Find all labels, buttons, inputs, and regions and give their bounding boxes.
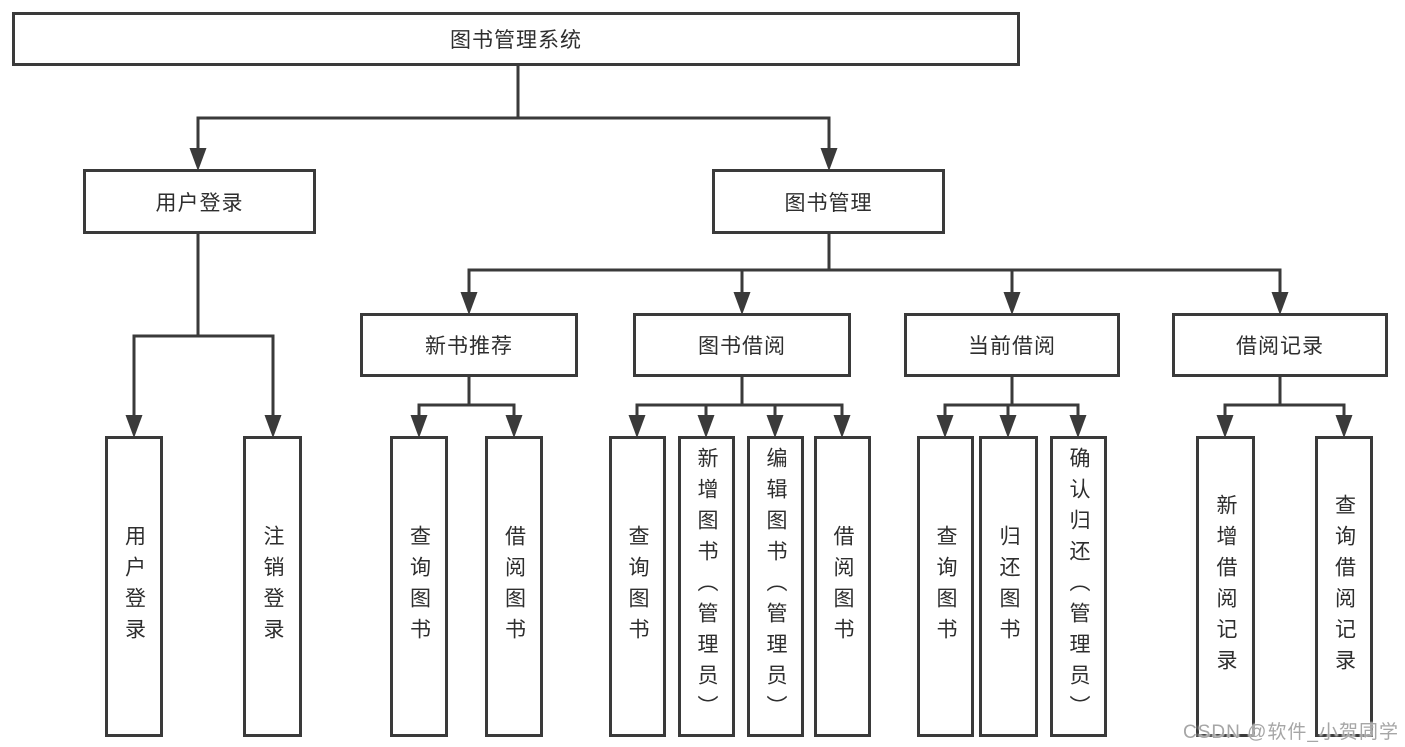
- leaf-borrow-books-recommend: 借阅图书: [485, 436, 543, 737]
- node-root: 图书管理系统: [12, 12, 1020, 66]
- csdn-watermark: CSDN @软件_小贺同学: [1183, 722, 1399, 743]
- arrowhead: [820, 148, 838, 171]
- connector-paths: [132, 64, 1346, 419]
- leaf-add-book-admin-label: 新增图书（管理员）: [695, 447, 718, 726]
- node-book-borrow-label: 图书借阅: [698, 335, 786, 358]
- leaf-add-book-admin: 新增图书（管理员）: [678, 436, 735, 737]
- arrowhead: [936, 415, 954, 438]
- node-book-borrow: 图书借阅: [633, 313, 851, 377]
- arrowhead: [1271, 292, 1289, 315]
- leaf-add-borrow-record-label: 新增借阅记录: [1214, 493, 1237, 680]
- leaf-return-books-label: 归还图书: [997, 524, 1020, 649]
- leaf-borrow-books-label: 借阅图书: [831, 524, 854, 649]
- node-user-login-label: 用户登录: [155, 191, 244, 215]
- leaf-query-books-current-label: 查询图书: [934, 524, 957, 649]
- node-book-management-label: 图书管理: [784, 191, 873, 215]
- node-book-management: 图书管理: [712, 169, 945, 234]
- leaf-add-borrow-record: 新增借阅记录: [1196, 436, 1255, 737]
- arrowhead: [264, 415, 282, 438]
- arrowhead: [460, 292, 478, 315]
- arrowhead: [125, 415, 143, 438]
- arrowhead: [1069, 415, 1087, 438]
- leaf-edit-book-admin-label: 编辑图书（管理员）: [764, 447, 787, 726]
- arrowhead: [410, 415, 428, 438]
- node-borrow-records-label: 借阅记录: [1236, 335, 1324, 358]
- edge-current-to-leaves: [943, 377, 1080, 419]
- arrowheads: [125, 148, 1353, 438]
- edge-borrow-to-leaves: [635, 377, 844, 419]
- leaf-return-books: 归还图书: [979, 436, 1038, 737]
- leaf-borrow-books-recommend-label: 借阅图书: [502, 524, 526, 649]
- node-root-label: 图书管理系统: [450, 29, 582, 52]
- node-new-book-recommend-label: 新书推荐: [425, 335, 513, 358]
- leaf-confirm-return-admin: 确认归还（管理员）: [1050, 436, 1107, 737]
- arrowhead: [766, 415, 784, 438]
- node-borrow-records: 借阅记录: [1172, 313, 1388, 377]
- leaf-edit-book-admin: 编辑图书（管理员）: [747, 436, 804, 737]
- edge-records-to-leaves: [1223, 377, 1346, 419]
- leaf-query-borrow-record: 查询借阅记录: [1315, 436, 1373, 737]
- arrowhead: [1335, 415, 1353, 438]
- node-new-book-recommend: 新书推荐: [360, 313, 578, 377]
- leaf-user-login: 用户登录: [105, 436, 163, 737]
- leaf-query-books-borrow-label: 查询图书: [626, 524, 649, 649]
- leaf-query-books-recommend: 查询图书: [390, 436, 448, 737]
- edge-newbook-to-leaves: [417, 377, 516, 419]
- arrowhead: [189, 148, 207, 171]
- leaf-query-books-current: 查询图书: [917, 436, 974, 737]
- arrowhead: [733, 292, 751, 315]
- leaf-query-books-recommend-label: 查询图书: [407, 524, 431, 649]
- arrowhead: [999, 415, 1017, 438]
- leaf-confirm-return-admin-label: 确认归还（管理员）: [1067, 447, 1090, 726]
- arrowhead: [833, 415, 851, 438]
- leaf-borrow-books: 借阅图书: [814, 436, 871, 737]
- leaf-logout: 注销登录: [243, 436, 302, 737]
- leaf-user-login-label: 用户登录: [122, 524, 146, 649]
- node-user-login: 用户登录: [83, 169, 316, 234]
- arrowhead: [1003, 292, 1021, 315]
- edge-userlogin-to-leaves: [132, 234, 275, 419]
- edge-bookmgmt-to-level3: [467, 234, 1282, 296]
- leaf-query-books-borrow: 查询图书: [609, 436, 666, 737]
- edge-root-to-level2: [196, 64, 831, 152]
- node-current-borrow-label: 当前借阅: [968, 335, 1056, 358]
- arrowhead: [697, 415, 715, 438]
- leaf-query-borrow-record-label: 查询借阅记录: [1332, 493, 1356, 680]
- arrowhead: [628, 415, 646, 438]
- node-current-borrow: 当前借阅: [904, 313, 1120, 377]
- arrowhead: [505, 415, 523, 438]
- arrowhead: [1216, 415, 1234, 438]
- leaf-logout-label: 注销登录: [261, 524, 284, 649]
